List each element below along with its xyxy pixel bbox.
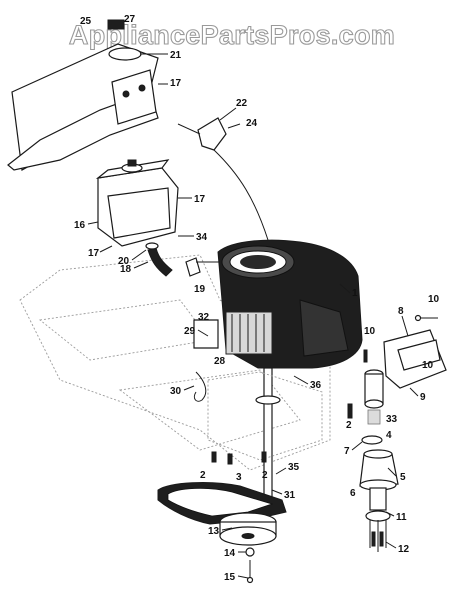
wire-harness	[193, 319, 219, 402]
callout-29: 29	[184, 326, 196, 337]
engine	[217, 239, 363, 369]
callout-10b: 10	[364, 326, 376, 337]
fasteners	[211, 349, 384, 547]
fuel-tank	[95, 159, 179, 247]
callout-31: 31	[284, 490, 296, 501]
callout-2a: 2	[200, 470, 206, 481]
callout-5: 5	[400, 472, 406, 483]
callout-20-visible: 20	[118, 256, 130, 267]
callout-17a: 17	[170, 78, 182, 89]
callout-6: 6	[350, 488, 356, 499]
callout-11: 11	[396, 512, 407, 523]
callout-7: 7	[344, 446, 350, 457]
callout-12: 12	[398, 544, 410, 555]
callout-3: 3	[236, 472, 242, 483]
mower-deck-outline	[19, 254, 331, 471]
callout-33: 33	[386, 414, 398, 425]
fuel-line	[145, 242, 222, 277]
callout-17c: 17	[88, 248, 100, 259]
blade-guard	[383, 314, 447, 389]
callout-8: 8	[398, 306, 404, 317]
callout-16: 16	[74, 220, 86, 231]
dash-panel	[7, 19, 159, 171]
callout-21: 21	[170, 50, 182, 61]
drive-shaft	[207, 367, 323, 509]
blade-clutch-assembly	[359, 369, 399, 552]
callout-34: 34	[196, 232, 208, 243]
callout-15: 15	[224, 572, 236, 583]
belt-and-pulley	[157, 482, 287, 584]
callout-32: 32	[198, 312, 210, 323]
callout-28: 28	[214, 356, 226, 367]
callout-18: 18	[120, 264, 132, 275]
callout-27: 27	[124, 14, 136, 25]
callout-17b: 17	[194, 194, 206, 205]
callout-25: 25	[80, 16, 92, 27]
callout-13: 13	[208, 526, 220, 537]
callout-22: 22	[236, 98, 248, 109]
callout-19: 19	[194, 284, 206, 295]
callout-1: 1	[352, 288, 358, 299]
callout-10c: 10	[422, 360, 434, 371]
callout-9: 9	[420, 392, 426, 403]
callout-35: 35	[288, 462, 300, 473]
callout-30: 30	[170, 386, 182, 397]
callout-14: 14	[224, 548, 236, 559]
callout-10a: 10	[428, 294, 440, 305]
callout-24: 24	[246, 118, 258, 129]
callout-labels: 1 2 2 2 3 4 5 6 7 8 9 10 10 10 11 12 13 …	[74, 14, 440, 583]
callout-4: 4	[386, 430, 392, 441]
callout-2b: 2	[262, 470, 268, 481]
callout-36: 36	[310, 380, 322, 391]
callout-2c: 2	[346, 420, 352, 431]
